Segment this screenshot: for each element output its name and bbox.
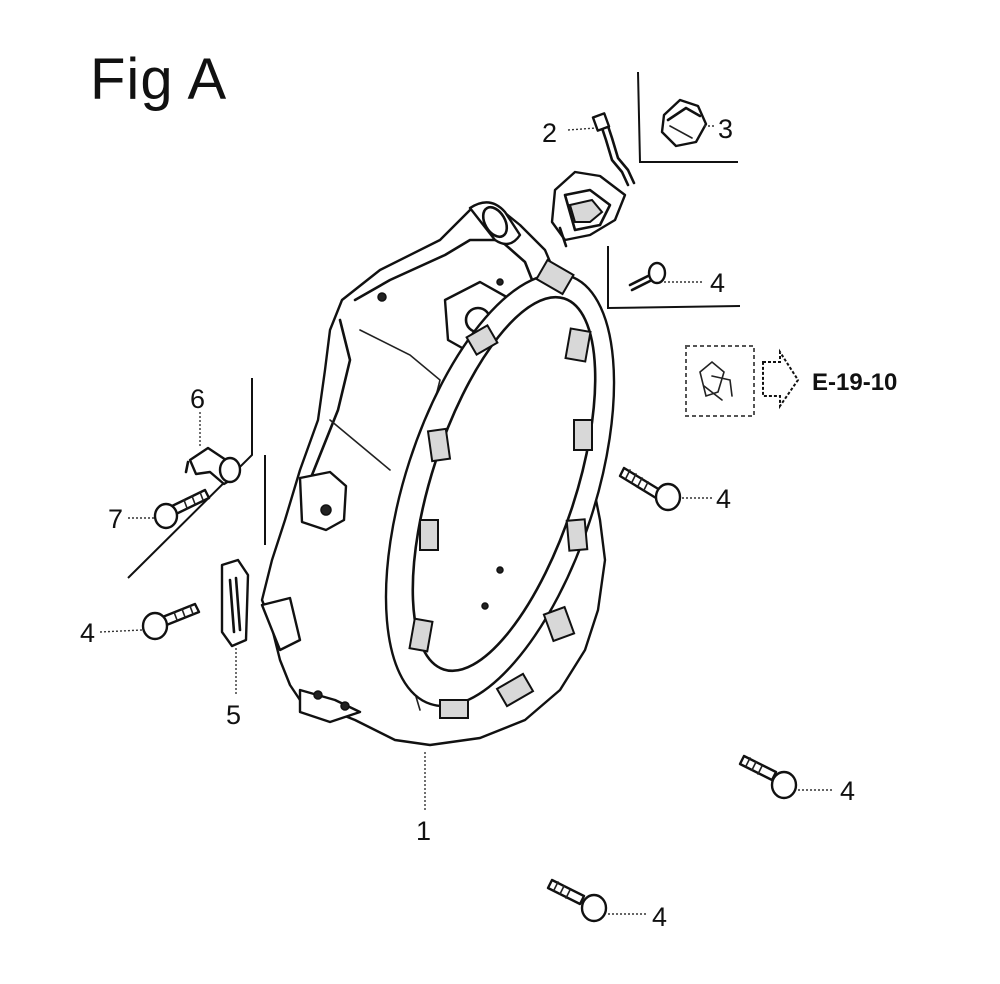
bolt-lower-right[interactable] — [738, 754, 798, 800]
reference-label[interactable]: E-19-10 — [812, 369, 897, 396]
cap-part-3[interactable] — [660, 98, 708, 148]
leader-4-left — [99, 629, 143, 633]
bolt-bottom[interactable] — [546, 878, 608, 923]
callout-4-upper: 4 — [710, 268, 725, 298]
bolt-left[interactable] — [141, 602, 201, 641]
bolt-right-mid[interactable] — [618, 466, 682, 512]
callout-7: 7 — [108, 504, 123, 534]
bracket-part-4-upper — [607, 246, 741, 310]
fan-cover-part-1[interactable] — [260, 201, 660, 747]
bracket-parts-6-7 — [127, 378, 253, 579]
seal-part-5[interactable] — [220, 558, 250, 648]
callout-4-right: 4 — [716, 484, 731, 514]
bracket-part-3 — [637, 71, 738, 163]
bolt-part-7[interactable] — [153, 488, 211, 530]
clip-part-6[interactable] — [184, 446, 242, 486]
wire-harness-part-2[interactable] — [550, 112, 636, 248]
callout-1: 1 — [416, 816, 431, 846]
callout-4-left: 4 — [80, 618, 95, 648]
callout-4-lower: 4 — [840, 776, 855, 806]
callout-6: 6 — [190, 384, 205, 414]
callout-2: 2 — [542, 118, 557, 148]
reference-group[interactable] — [685, 345, 800, 417]
callout-3: 3 — [718, 114, 733, 144]
callout-5: 5 — [226, 700, 241, 730]
bolt-upper[interactable] — [628, 261, 667, 292]
callout-4-bottom: 4 — [652, 902, 667, 932]
figure-title: Fig A — [90, 47, 228, 112]
leader-2 — [567, 127, 597, 131]
